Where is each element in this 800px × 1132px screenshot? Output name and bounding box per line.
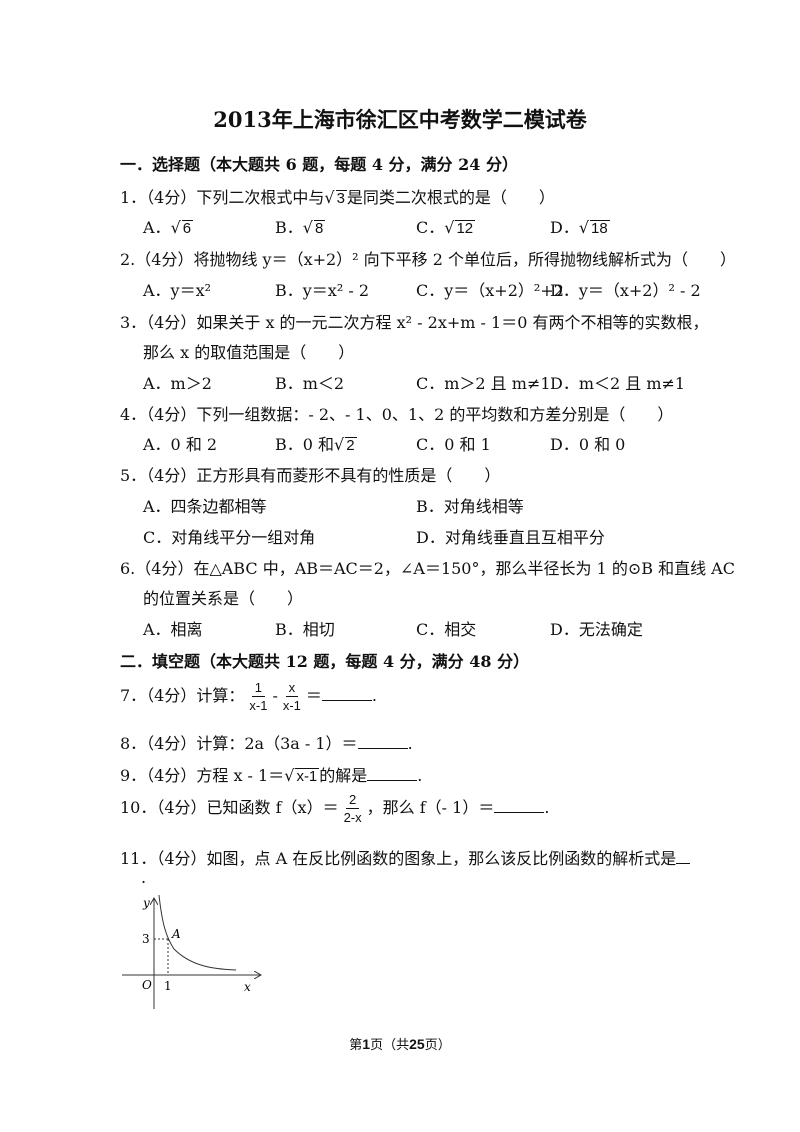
- question-1-option-b: B．√8: [275, 218, 326, 237]
- question-5-option-c: C．对角线平分一组对角: [143, 528, 316, 547]
- answer-blank: [357, 736, 408, 749]
- origin-label: O: [142, 978, 152, 992]
- hyperbola-curve: [158, 894, 237, 971]
- question-2-option-c: C．y＝（x+2）²+2: [416, 281, 564, 300]
- question-4: 4．（4分）下列一组数据：‑ 2、‑ 1、0、1、2 的平均数和方差分别是（ ）: [120, 405, 674, 424]
- question-4-option-a: A．0 和 2: [143, 435, 218, 454]
- question-6-option-b: B．相切: [275, 620, 335, 639]
- question-1-option-d: D．√18: [550, 218, 610, 237]
- question-4-option-d: D．0 和 0: [550, 435, 626, 454]
- question-2-option-b: B．y＝x² ‑ 2: [275, 281, 369, 300]
- x-axis-label: x: [244, 980, 251, 994]
- question-6-option-c: C．相交: [416, 620, 477, 639]
- question-2-option-a: A．y＝x²: [143, 281, 212, 300]
- page-title: 2013年上海市徐汇区中考数学二模试卷: [213, 107, 587, 132]
- answer-blank: [367, 768, 418, 781]
- question-6-option-a: A．相离: [143, 620, 203, 639]
- y-axis-label: y: [142, 896, 150, 910]
- question-5-option-d: D．对角线垂直且互相平分: [416, 528, 605, 547]
- question-3-option-a: A．m＞2: [143, 374, 212, 393]
- inverse-proportion-graph: y x O 3 1 A: [122, 894, 272, 1009]
- question-1-text-b: 是同类二次根式的是（ ）: [346, 188, 555, 207]
- point-a-label: A: [171, 927, 181, 941]
- question-8: 8．（4分）计算：2a（3a ‑ 1）＝.: [120, 734, 413, 753]
- total-pages: 25: [409, 1036, 425, 1052]
- question-3-option-c: C．m＞2 且 m≠1: [416, 374, 551, 393]
- question-5-option-a: A．四条边都相等: [143, 497, 267, 516]
- question-5-option-b: B．对角线相等: [416, 497, 524, 516]
- page-footer: 第1页（共25页）: [349, 1036, 451, 1053]
- question-6-line-1: 6.（4分）在△ABC 中，AB＝AC＝2，∠A＝150°，那么半径长为 1 的…: [120, 559, 735, 578]
- question-3-line-2: 那么 x 的取值范围是（ ）: [143, 343, 355, 362]
- section-fill-heading: 二．填空题（本大题共 12 题，每题 4 分，满分 48 分）: [120, 652, 530, 671]
- question-2: 2.（4分）将抛物线 y＝（x+2）² 向下平移 2 个单位后，所得抛物线解析式…: [120, 250, 737, 269]
- answer-blank: [676, 851, 691, 864]
- answer-blank: [494, 800, 545, 813]
- answer-blank: [321, 688, 372, 701]
- question-4-option-b: B．0 和√2: [275, 435, 357, 454]
- question-1-option-c: C．√12: [416, 218, 476, 237]
- question-11: 11．（4分）如图，点 A 在反比例函数的图象上，那么该反比例函数的解析式是: [120, 845, 691, 869]
- question-2-option-d: D．y＝（x+2）² ‑ 2: [550, 281, 701, 300]
- question-11-end: .: [141, 868, 147, 887]
- question-1-option-a: A．√6: [143, 218, 194, 237]
- current-page: 1: [362, 1036, 371, 1052]
- x-tick-label: 1: [164, 979, 172, 993]
- section-choice-heading: 一．选择题（本大题共 6 题，每题 4 分，满分 24 分）: [120, 155, 518, 174]
- question-6-option-d: D．无法确定: [550, 620, 643, 639]
- question-1-text-a: 1．（4分）下列二次根式中与: [120, 188, 325, 207]
- question-3-line-1: 3．（4分）如果关于 x 的一元二次方程 x² ‑ 2x+m ‑ 1＝0 有两个…: [120, 313, 709, 332]
- question-4-option-c: C．0 和 1: [416, 435, 491, 454]
- question-5: 5．（4分）正方形具有而菱形不具有的性质是（ ）: [120, 466, 501, 485]
- question-3-option-d: D．m＜2 且 m≠1: [550, 374, 686, 393]
- question-1-radicand: 3: [335, 190, 347, 207]
- y-tick-label: 3: [142, 932, 150, 946]
- question-9-radicand: x‑1: [295, 768, 320, 785]
- question-3-option-b: B．m＜2: [275, 374, 345, 393]
- question-6-line-2: 的位置关系是（ ）: [143, 589, 304, 608]
